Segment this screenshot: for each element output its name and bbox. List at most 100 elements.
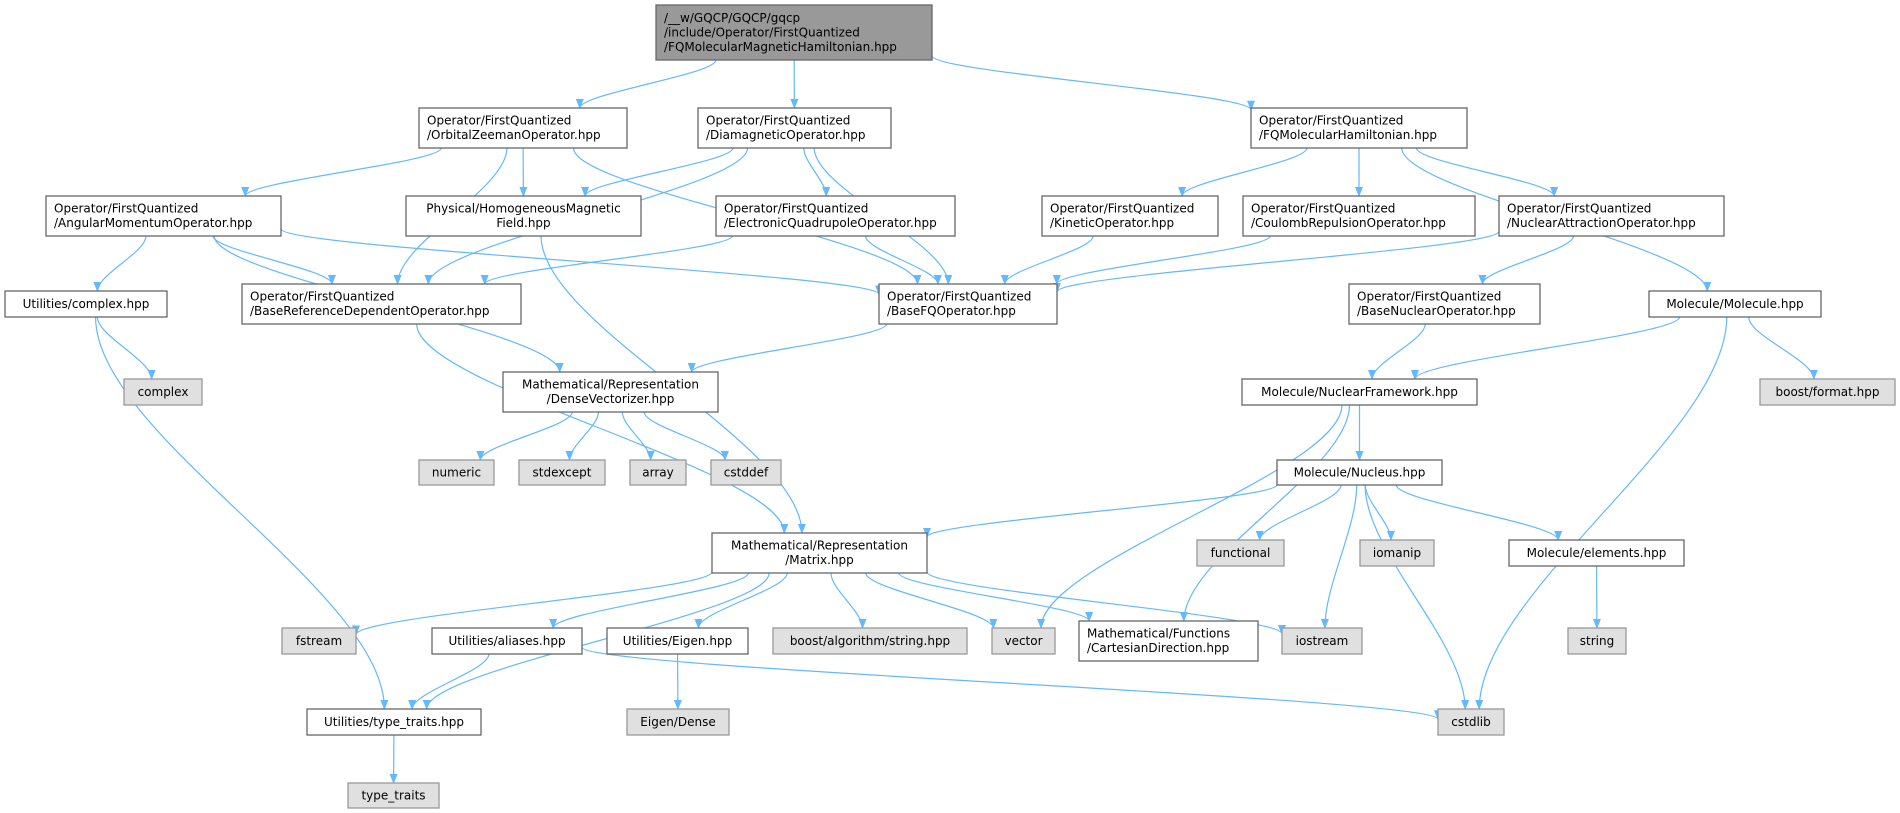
edge-layer	[93, 55, 1818, 784]
node-label: Molecule/NuclearFramework.hpp	[1261, 385, 1458, 399]
node-label: Operator/FirstQuantized	[1507, 202, 1651, 216]
node-box	[502, 371, 719, 413]
edge-densevec-to-stdexcept	[565, 411, 600, 461]
node-label: complex	[138, 385, 189, 399]
node-label: Molecule/Nucleus.hpp	[1294, 465, 1426, 479]
node-box	[1359, 539, 1435, 567]
node-label: Operator/FirstQuantized	[250, 290, 394, 304]
edge-nucleus-to-functional	[1255, 484, 1342, 541]
edge-basenuc-to-nucframe	[1368, 323, 1426, 380]
edge-root-to-fqmolham	[931, 55, 1255, 111]
node-label: /Matrix.hpp	[785, 553, 853, 567]
node-utilities-complex-hpp[interactable]: Utilities/complex.hpp	[4, 290, 168, 318]
node-operator-firstquantized-electronicquadrupoleoperator-hpp[interactable]: Operator/FirstQuantized/ElectronicQuadru…	[715, 195, 956, 237]
node-label: Operator/FirstQuantized	[1259, 114, 1403, 128]
node-box	[1241, 378, 1478, 406]
node-utilities-type-traits-hpp[interactable]: Utilities/type_traits.hpp	[306, 708, 482, 736]
edge-fqmolham-to-nucattr	[1415, 147, 1559, 197]
node-molecule-nuclearframework-hpp[interactable]: Molecule/NuclearFramework.hpp	[1241, 378, 1478, 406]
node-label: /AngularMomentumOperator.hpp	[54, 216, 252, 230]
node-boost-algorithm-string-hpp: boost/algorithm/string.hpp	[772, 627, 968, 655]
node-box	[431, 627, 583, 655]
node-utilities-aliases-hpp[interactable]: Utilities/aliases.hpp	[431, 627, 583, 655]
edge-matrix-to-eigenhpp	[694, 572, 788, 629]
node-label: stdexcept	[533, 465, 592, 479]
node-label: /NuclearAttractionOperator.hpp	[1507, 216, 1696, 230]
node-operator-firstquantized-fqmolecularhamiltonian-hpp[interactable]: Operator/FirstQuantized/FQMolecularHamil…	[1250, 107, 1468, 149]
node-complex: complex	[123, 378, 203, 406]
node-molecule-elements-hpp[interactable]: Molecule/elements.hpp	[1508, 539, 1685, 567]
edge-angmom-to-basefq	[280, 228, 883, 296]
edge-nucleus-to-iomanip	[1364, 484, 1395, 541]
node-box	[45, 195, 282, 237]
node-label: Mathematical/Functions	[1087, 627, 1230, 641]
node-mathematical-representation-densevectorizer-hpp[interactable]: Mathematical/Representation/DenseVectori…	[502, 371, 719, 413]
node-label: boost/algorithm/string.hpp	[790, 634, 950, 648]
node-operator-firstquantized-basereferencedependentoperator-hpp[interactable]: Operator/FirstQuantized/BaseReferenceDep…	[241, 283, 522, 325]
node-label: /BaseNuclearOperator.hpp	[1357, 304, 1516, 318]
node-stdexcept: stdexcept	[518, 459, 606, 486]
node-operator-firstquantized-orbitalzeemanoperator-hpp[interactable]: Operator/FirstQuantized/OrbitalZeemanOpe…	[418, 107, 628, 149]
node-label: Operator/FirstQuantized	[724, 202, 868, 216]
edge-complexhpp-to-typetraitshpp	[94, 316, 389, 710]
edge-nucleus-to-elements	[1395, 484, 1563, 541]
node-mathematical-functions-cartesiandirection-hpp[interactable]: Mathematical/Functions/CartesianDirectio…	[1078, 620, 1259, 662]
node-label: cstdlib	[1451, 715, 1490, 729]
node-label: /OrbitalZeemanOperator.hpp	[427, 128, 601, 142]
node-box	[626, 708, 730, 736]
node-label: Utilities/Eigen.hpp	[623, 634, 732, 648]
node-operator-firstquantized-kineticoperator-hpp[interactable]: Operator/FirstQuantized/KineticOperator.…	[1041, 195, 1219, 237]
node-label: /BaseFQOperator.hpp	[887, 304, 1016, 318]
node-label: /FQMolecularMagneticHamiltonian.hpp	[664, 40, 897, 54]
edge-root-to-orbzee	[575, 59, 717, 109]
node-numeric: numeric	[418, 459, 495, 486]
edge-densevec-to-cstddef	[643, 411, 729, 461]
node-operator-firstquantized-basenuclearoperator-hpp[interactable]: Operator/FirstQuantized/BaseNuclearOpera…	[1348, 283, 1541, 325]
edge-densevec-to-array	[621, 411, 655, 461]
edge-coulomb-to-basefq	[1052, 235, 1271, 285]
node-label: Operator/FirstQuantized	[427, 114, 571, 128]
node-utilities-eigen-hpp[interactable]: Utilities/Eigen.hpp	[606, 627, 749, 655]
node-molecule-nucleus-hpp[interactable]: Molecule/Nucleus.hpp	[1276, 459, 1443, 486]
node-molecule-molecule-hpp[interactable]: Molecule/Molecule.hpp	[1648, 290, 1822, 318]
node-operator-firstquantized-coulombrepulsionoperator-hpp[interactable]: Operator/FirstQuantized/CoulombRepulsion…	[1242, 195, 1476, 237]
node-layer: /__w/GQCP/GQCP/gqcp/include/Operator/Fir…	[4, 4, 1896, 809]
edge-matrix-to-aliases	[549, 572, 750, 629]
node-operator-firstquantized-basefqoperator-hpp[interactable]: Operator/FirstQuantized/BaseFQOperator.h…	[878, 283, 1058, 325]
node-cstdlib: cstdlib	[1437, 708, 1505, 736]
edge-aliases-to-typetraitshpp	[408, 653, 490, 710]
edge-nucframe-to-vector	[1037, 404, 1343, 629]
edge-angmom-to-complexhpp	[93, 235, 147, 292]
node-string: string	[1567, 627, 1627, 655]
node-mathematical-representation-matrix-hpp[interactable]: Mathematical/Representation/Matrix.hpp	[711, 532, 928, 574]
node-label: /KineticOperator.hpp	[1050, 216, 1174, 230]
edge-elquad-to-basefq	[865, 235, 942, 285]
node-label: Operator/FirstQuantized	[1251, 202, 1395, 216]
node-operator-firstquantized-diamagneticoperator-hpp[interactable]: Operator/FirstQuantized/DiamagneticOpera…	[697, 107, 892, 149]
edge-complexhpp-to-complex	[96, 316, 156, 380]
node-label: string	[1580, 634, 1614, 648]
node-label: fstream	[296, 634, 342, 648]
edge-orbzee-to-angmom	[241, 147, 442, 197]
edge-baserefdep-to-matrix	[416, 323, 789, 534]
node-label: Operator/FirstQuantized	[1050, 202, 1194, 216]
node-type-traits: type_traits	[347, 782, 440, 809]
node-label: Utilities/complex.hpp	[23, 297, 150, 311]
node-label: iomanip	[1373, 546, 1421, 560]
node-label: Field.hpp	[496, 216, 550, 230]
edge-matrix-to-typetraitshpp	[422, 572, 770, 710]
edge-diamag-to-homog	[581, 147, 734, 197]
node-box	[347, 782, 440, 809]
node-box	[1242, 195, 1476, 237]
node-label: iostream	[1296, 634, 1349, 648]
node-label: Utilities/type_traits.hpp	[324, 715, 464, 729]
node-operator-firstquantized-angularmomentumoperator-hpp[interactable]: Operator/FirstQuantized/AngularMomentumO…	[45, 195, 282, 237]
node-w-gqcp-gqcp-gqcp-include-operator-firstquantized-fqmolecularmagnetichamiltonian-hpp[interactable]: /__w/GQCP/GQCP/gqcp/include/Operator/Fir…	[655, 4, 933, 61]
node-label: Operator/FirstQuantized	[887, 290, 1031, 304]
node-operator-firstquantized-nuclearattractionoperator-hpp[interactable]: Operator/FirstQuantized/NuclearAttractio…	[1498, 195, 1725, 237]
edge-matrix-to-vector	[865, 572, 998, 629]
node-box	[123, 378, 203, 406]
edge-matrix-to-boostalg	[830, 572, 867, 629]
